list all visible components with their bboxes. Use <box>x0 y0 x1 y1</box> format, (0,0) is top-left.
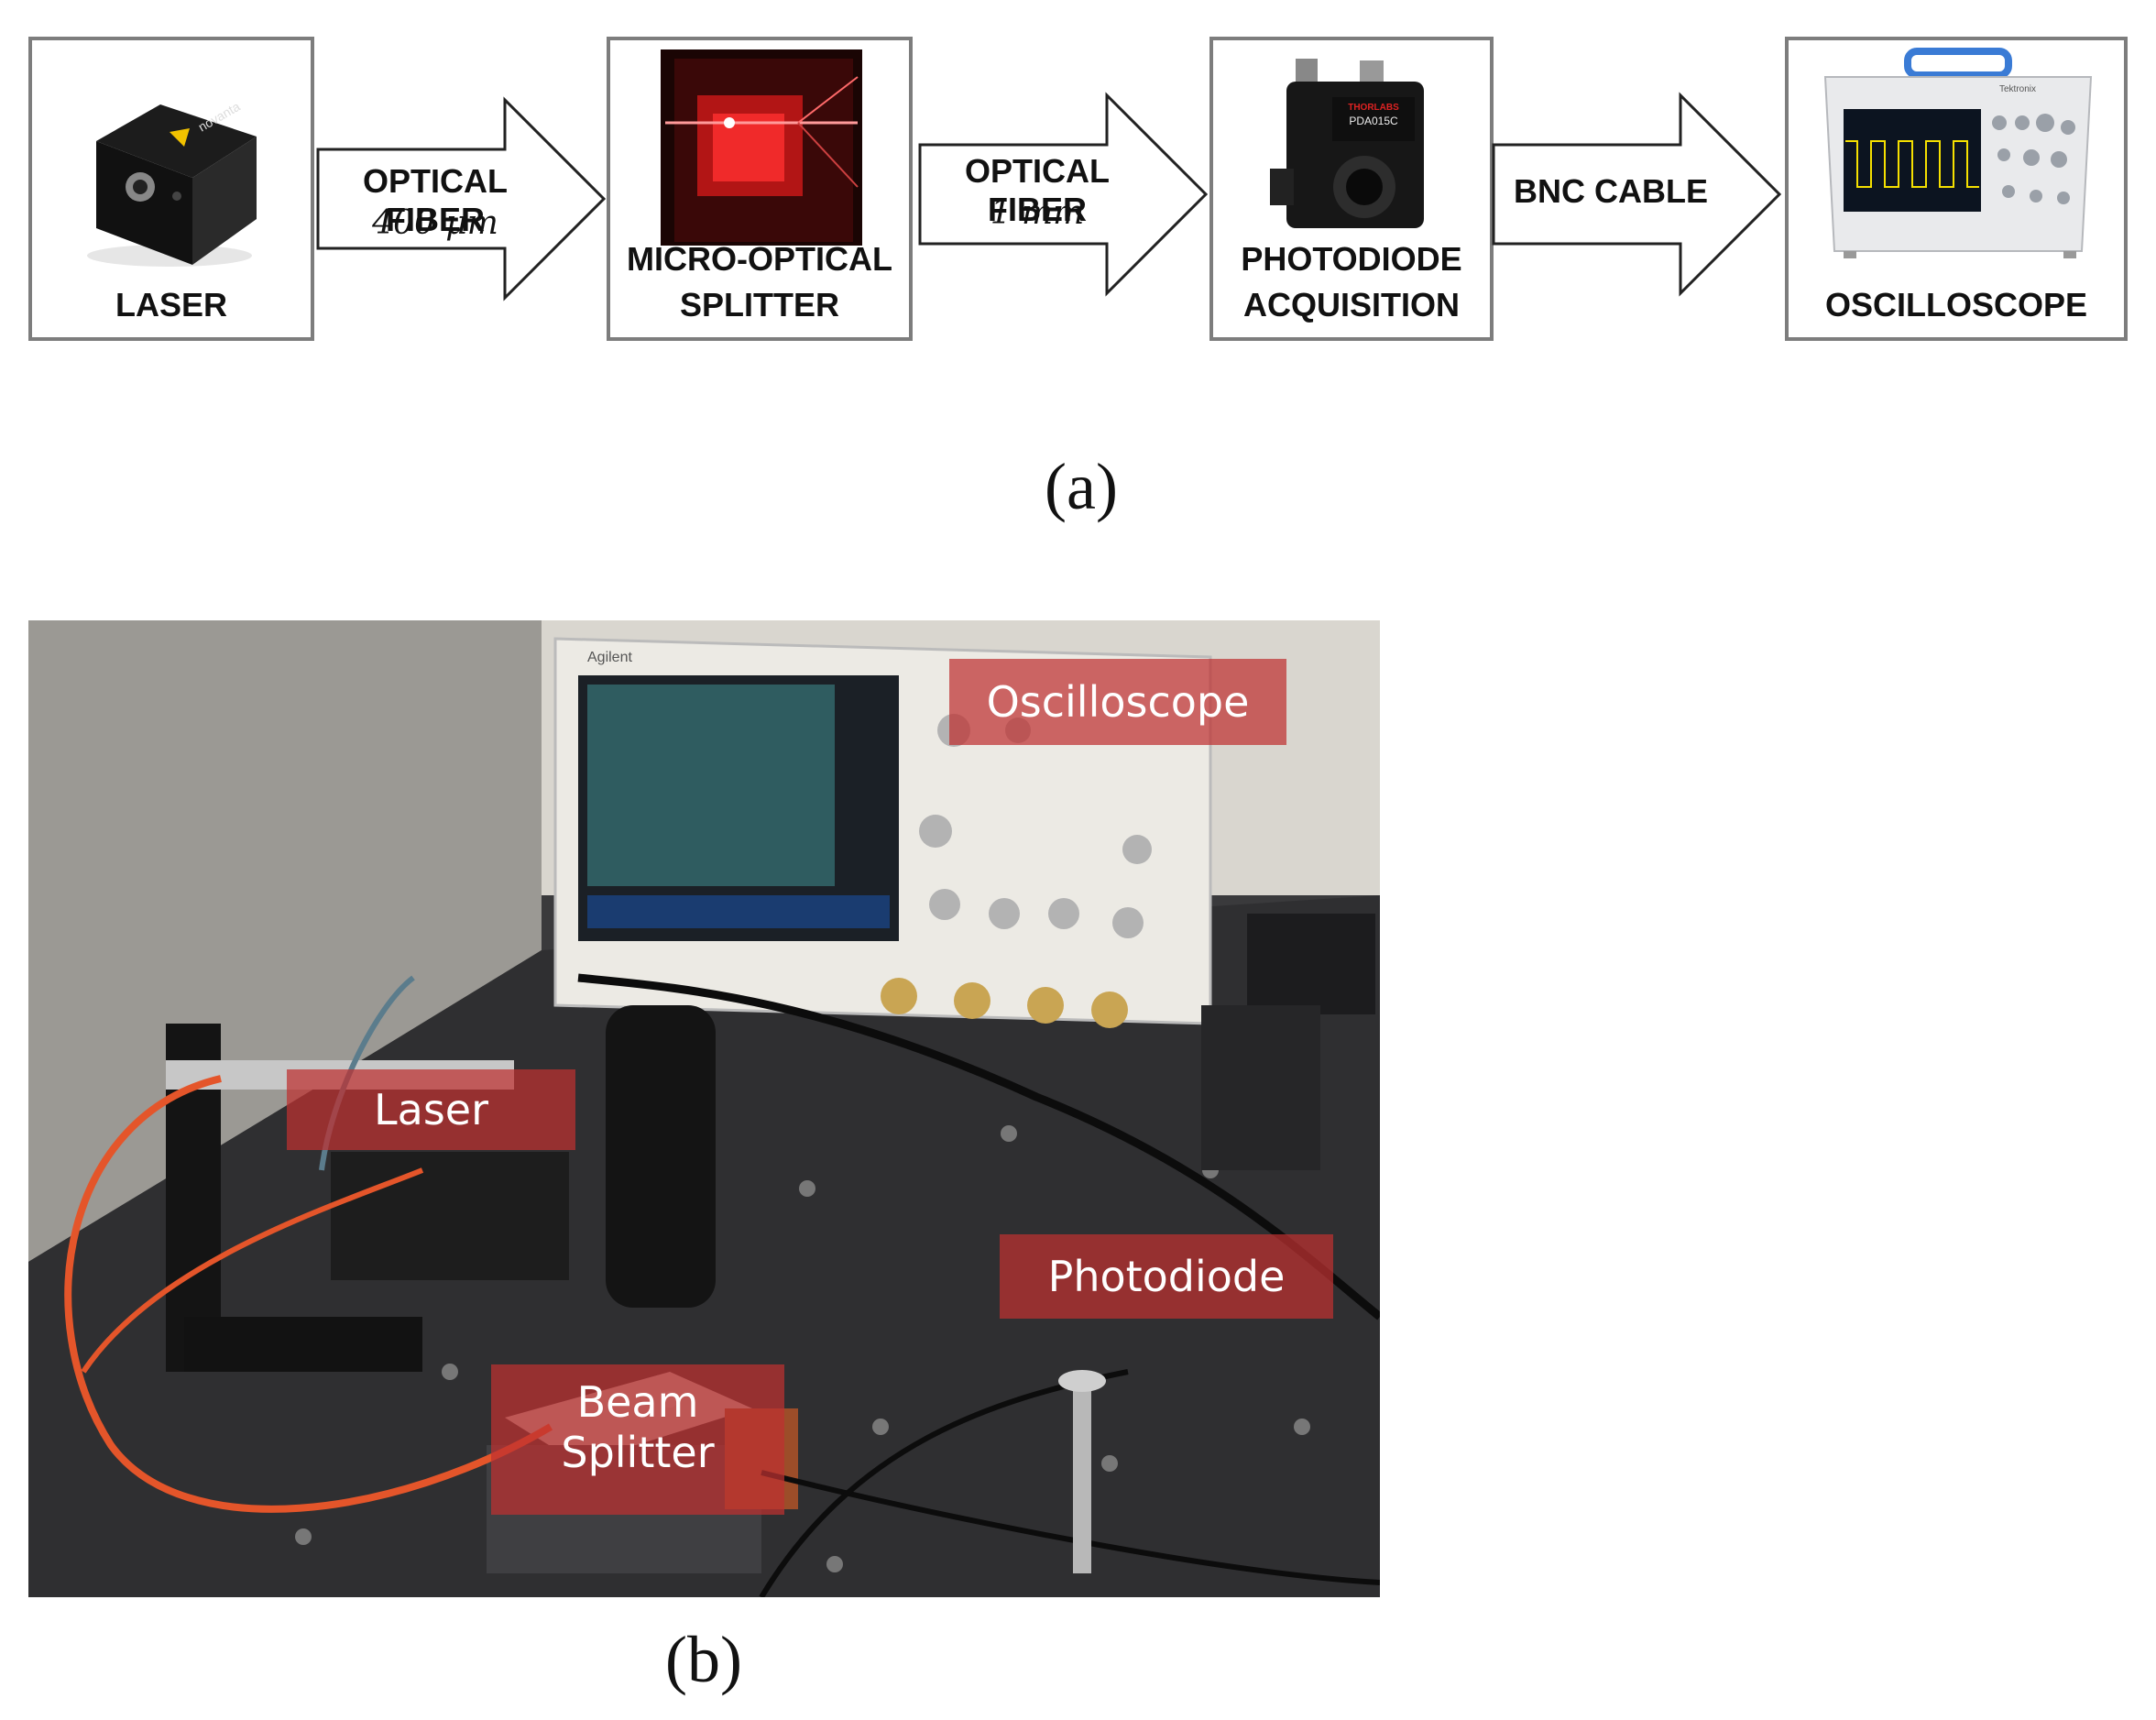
laser-photo-label: Laser <box>287 1069 575 1150</box>
micro-optical-splitter-block: MICRO-OPTICAL SPLITTER <box>607 37 913 341</box>
oscilloscope-block: Tektronix OSCILLOSCOPE <box>1785 37 2128 341</box>
arrow-optical-fiber-1mm: OPTICAL FIBER 1 mm <box>918 92 1211 297</box>
arrow-bnc-cable: BNC CABLE <box>1492 92 1785 297</box>
splitter-photo <box>661 49 862 246</box>
arrow-label: OPTICAL FIBER <box>363 162 508 238</box>
photodiode-device-image: THORLABS PDA015C <box>1270 59 1424 228</box>
laser-label: LASER <box>115 286 227 323</box>
beam-splitter-photo-label: Beam Splitter <box>491 1364 784 1515</box>
beam-splitter-label-line1: Beam <box>576 1377 699 1427</box>
panel-b-caption: (b) <box>665 1623 742 1696</box>
photodiode-model-text: PDA015C <box>1349 115 1398 127</box>
scope-brand-text: Tektronix <box>1999 84 2036 94</box>
photodiode-label-line1: PHOTODIODE <box>1241 240 1462 278</box>
setup-photograph: Agilent Oscilloscope Laser Photodiode Be… <box>28 620 1383 1599</box>
photodiode-block: THORLABS PDA015C PHOTODIODE ACQUISITION <box>1209 37 1494 341</box>
laser-device-image: novanta <box>87 99 257 267</box>
arrow-optical-fiber-400um: OPTICAL FIBER 400 μm <box>316 96 609 301</box>
arrow-shape <box>918 92 1209 297</box>
arrow-label: OPTICAL FIBER <box>965 152 1110 228</box>
arrow-value: 400 μm <box>372 204 498 242</box>
photodiode-photo-label: Photodiode <box>1000 1234 1333 1319</box>
splitter-label-line2: SPLITTER <box>679 286 839 323</box>
beam-splitter-label-line2: Splitter <box>561 1428 715 1478</box>
oscilloscope-label: OSCILLOSCOPE <box>1824 286 2088 323</box>
photodiode-label-line2: ACQUISITION <box>1242 286 1460 323</box>
oscilloscope-photo-label: Oscilloscope <box>949 659 1286 745</box>
oscilloscope-device-image: Tektronix <box>1823 48 2093 258</box>
splitter-label-line1: MICRO-OPTICAL <box>627 240 892 278</box>
arrow-shape <box>316 96 607 301</box>
scope-brand-text: Agilent <box>587 650 632 665</box>
panel-a-caption: (a) <box>1045 450 1118 523</box>
photodiode-brand-text: THORLABS <box>1348 103 1399 113</box>
arrow-label: BNC CABLE <box>1514 172 1708 210</box>
arrow-value: 1 mm <box>990 194 1085 232</box>
arrow-shape <box>1492 92 1782 297</box>
laser-block: novanta LASER <box>28 37 314 341</box>
